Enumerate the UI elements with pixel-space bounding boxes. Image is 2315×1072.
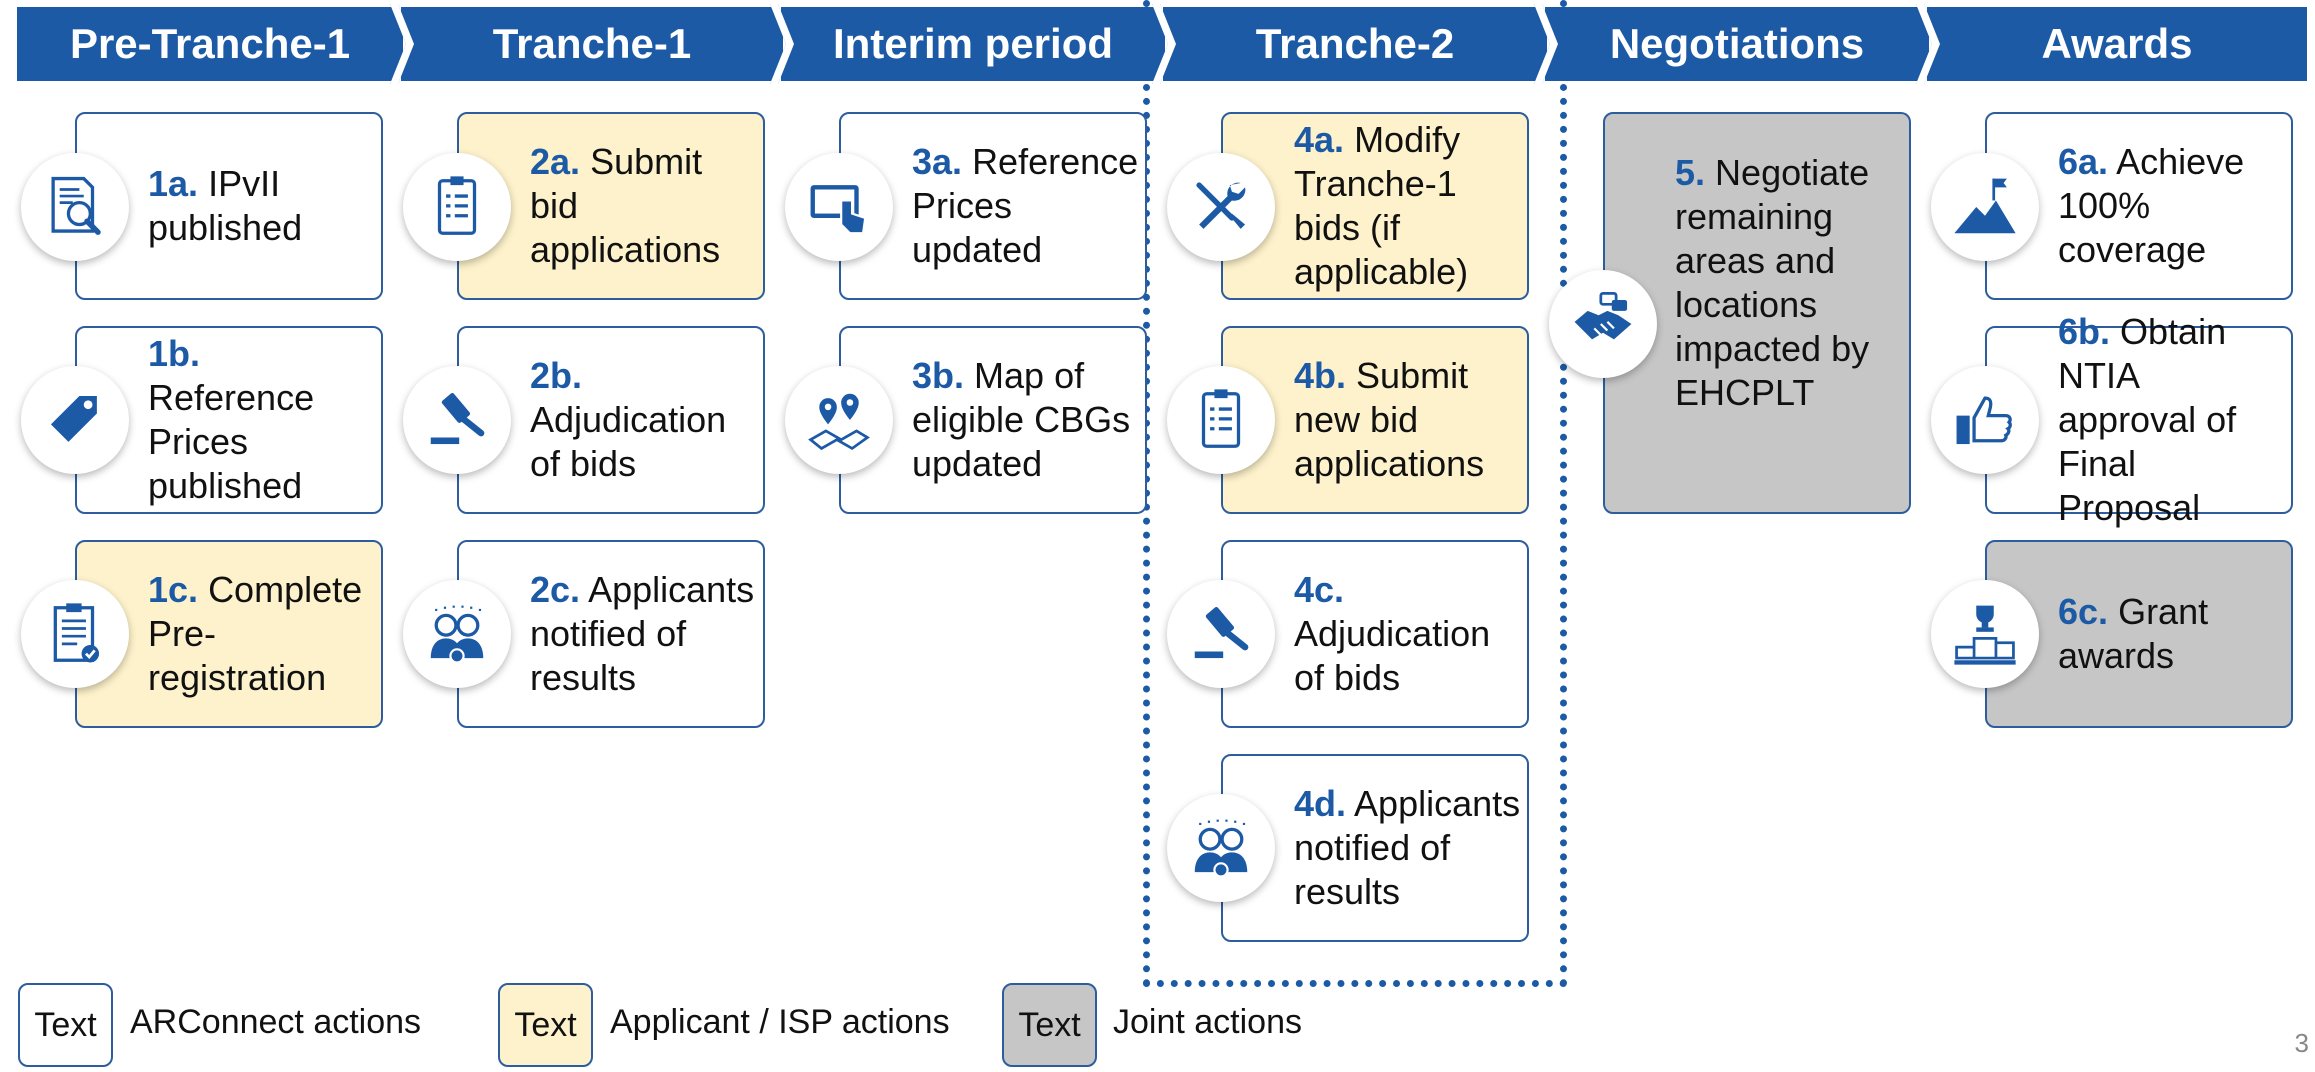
legend-label-joint: Joint actions: [1113, 1003, 1302, 1041]
step-code: 1c.: [148, 569, 199, 610]
legend-label-applicant: Applicant / ISP actions: [610, 1003, 950, 1041]
step-text: IPvII published: [148, 163, 303, 248]
gavel-icon: [1167, 580, 1275, 688]
magnifier-document-icon: [21, 153, 129, 261]
price-tag-icon: [21, 366, 129, 474]
phase-header-tranche-2: Tranche-2: [1160, 4, 1550, 84]
legend-label-arconnect: ARConnect actions: [130, 1003, 422, 1041]
step-text: Adjudication of bids: [530, 399, 727, 484]
touchscreen-hand-icon: [785, 153, 893, 261]
thumbs-up-icon: [1931, 366, 2039, 474]
legend-box-applicant: Text: [498, 983, 593, 1067]
step-text: Modify Tranche-1 bids (if applicable): [1294, 119, 1469, 292]
step-card-4c: 4c. Adjudication of bids: [1221, 540, 1529, 728]
step-code: 5.: [1675, 152, 1706, 193]
tools-icon: [1167, 153, 1275, 261]
mountain-flag-icon: [1931, 153, 2039, 261]
step-text: Submit new bid applications: [1294, 355, 1485, 484]
step-code: 4d.: [1294, 783, 1347, 824]
clipboard-check-icon: [21, 580, 129, 688]
step-code: 3b.: [912, 355, 965, 396]
gavel-icon: [403, 366, 511, 474]
step-code: 4a.: [1294, 119, 1345, 160]
step-code: 2c.: [530, 569, 581, 610]
step-text: Achieve 100% coverage: [2058, 141, 2255, 270]
step-text: Reference Prices published: [148, 377, 315, 506]
handshake-icon: [1549, 270, 1657, 378]
step-card-4a: 4a. Modify Tranche-1 bids (if applicable…: [1221, 112, 1529, 300]
step-code: 1a.: [148, 163, 199, 204]
step-card-4d: 4d. Applicants notified of results: [1221, 754, 1529, 942]
step-text: Submit bid applications: [530, 141, 721, 270]
people-check-icon: [403, 580, 511, 688]
phase-header-tranche-1: Tranche-1: [398, 4, 786, 84]
step-card-6a: 6a. Achieve 100% coverage: [1985, 112, 2293, 300]
step-text: Grant awards: [2058, 591, 2209, 676]
step-text: Complete Pre-registration: [148, 569, 363, 698]
step-code: 6a.: [2058, 141, 2109, 182]
people-check-icon: [1167, 794, 1275, 902]
step-code: 2b.: [530, 355, 583, 396]
step-code: 6c.: [2058, 591, 2109, 632]
legend-box-arconnect: Text: [18, 983, 113, 1067]
step-text: Obtain NTIA approval of Final Proposal: [2058, 311, 2237, 528]
step-text: Adjudication of bids: [1294, 613, 1491, 698]
step-text: Applicants notified of results: [1294, 783, 1521, 912]
step-code: 3a.: [912, 141, 963, 182]
step-text: Applicants notified of results: [530, 569, 755, 698]
step-text: Map of eligible CBGs updated: [912, 355, 1131, 484]
phase-header-interim-period: Interim period: [778, 4, 1168, 84]
step-code: 4b.: [1294, 355, 1347, 396]
step-text: Reference Prices updated: [912, 141, 1139, 270]
step-code: 2a.: [530, 141, 581, 182]
page-number: 3: [2294, 1028, 2309, 1058]
legend-box-joint: Text: [1002, 983, 1097, 1067]
checklist-icon: [1167, 366, 1275, 474]
map-pins-icon: [785, 366, 893, 474]
phase-header-negotiations: Negotiations: [1542, 4, 1932, 84]
step-code: 4c.: [1294, 569, 1345, 610]
phase-header-pre-tranche-1: Pre-Tranche-1: [14, 4, 406, 84]
step-text: Negotiate remaining areas and locations …: [1675, 152, 1870, 413]
step-code: 6b.: [2058, 311, 2111, 352]
checklist-icon: [403, 153, 511, 261]
step-code: 1b.: [148, 333, 201, 374]
podium-trophy-icon: [1931, 580, 2039, 688]
phase-header-awards: Awards: [1924, 4, 2310, 84]
